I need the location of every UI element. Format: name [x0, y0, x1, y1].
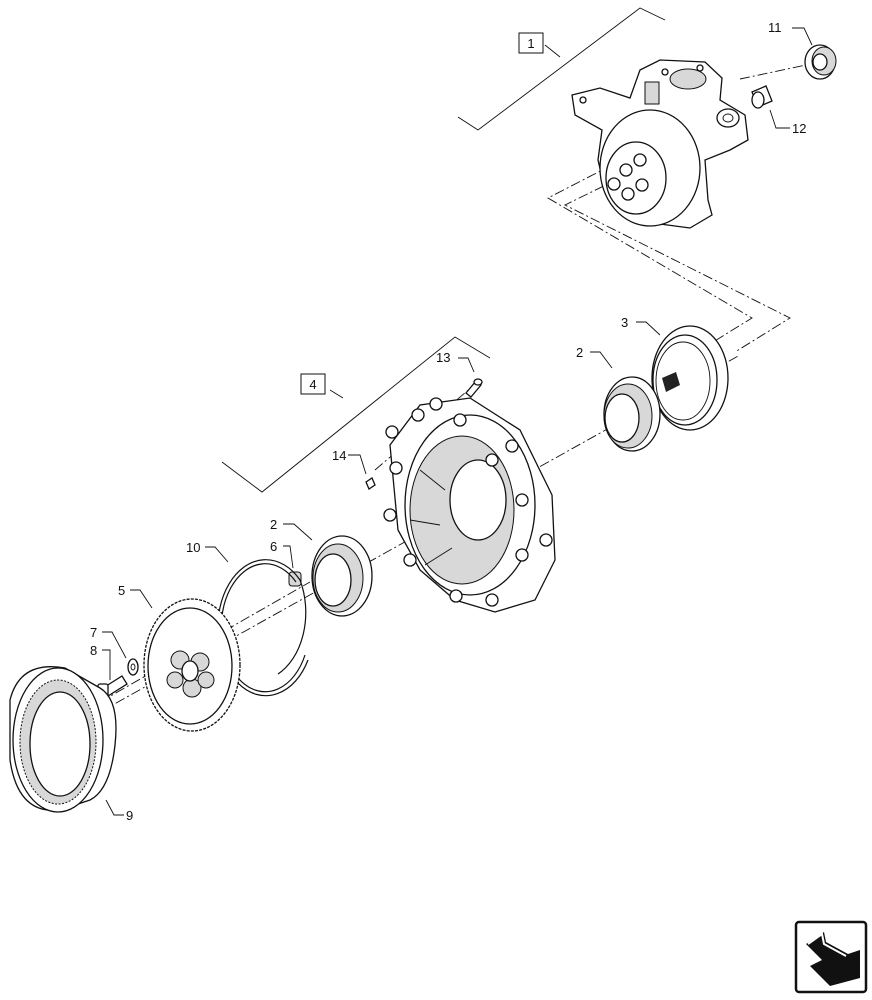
callout-8: 8 [90, 643, 97, 658]
pin-part-14 [365, 477, 376, 490]
ring-gear-part-9 [9, 666, 117, 813]
seal-ring-part-3 [651, 325, 729, 431]
callout-5: 5 [118, 583, 125, 598]
callout-2-upper: 2 [576, 345, 583, 360]
callout-1: 1 [518, 32, 544, 54]
assembly-bracket-1 [457, 7, 666, 131]
callout-6: 6 [270, 539, 277, 554]
callout-11: 11 [768, 20, 782, 35]
bearing-part-2-upper [603, 376, 661, 452]
svg-text:4: 4 [309, 377, 316, 392]
callout-9: 9 [126, 808, 133, 823]
callout-7: 7 [90, 625, 97, 640]
bearing-part-2-lower [311, 535, 373, 617]
callout-10: 10 [186, 540, 200, 555]
callout-14: 14 [332, 448, 346, 463]
steering-knuckle-part-1 [571, 59, 749, 229]
callout-3: 3 [621, 315, 628, 330]
assembly-bracket-4 [221, 336, 491, 493]
hub-studs [383, 397, 553, 607]
callout-2-lower: 2 [270, 517, 277, 532]
next-page-arrow-icon[interactable] [794, 920, 868, 994]
callout-4: 4 [300, 373, 326, 395]
svg-text:1: 1 [527, 36, 534, 51]
callout-leaders [102, 27, 813, 816]
spacer-part-6 [288, 571, 302, 587]
seal-part-11 [804, 44, 837, 80]
bolt-part-13 [465, 378, 483, 398]
planet-carrier-part-5 [143, 598, 241, 732]
wheel-hub-part-4 [383, 397, 556, 613]
bushing-part-12 [751, 85, 773, 109]
callout-12: 12 [792, 121, 806, 136]
washer-part-7 [127, 658, 139, 676]
callout-13: 13 [436, 350, 450, 365]
